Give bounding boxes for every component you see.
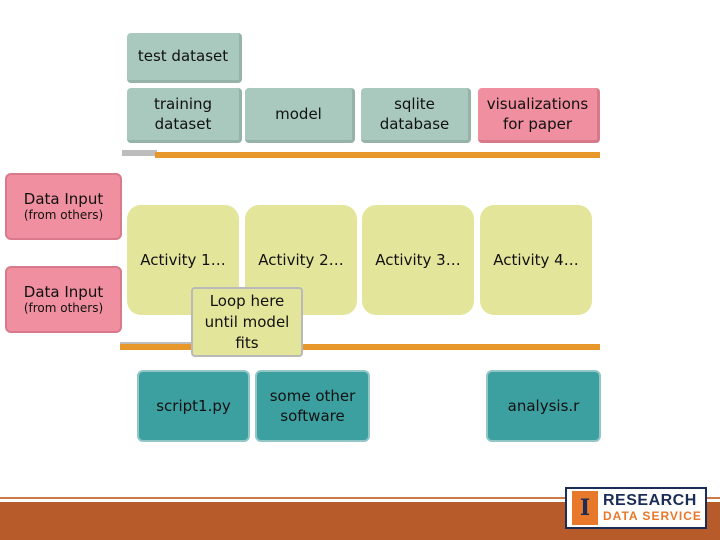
analysis-r-box: analysis.r [486,370,601,442]
logo-line-2: DATA SERVICE [603,509,702,524]
top-divider [155,152,600,158]
activity-1-label: Activity 1… [140,250,226,269]
loop-box: Loop here until model fits [191,287,303,357]
activity-2-label: Activity 2… [258,250,344,269]
loop-label: Loop here until model fits [204,291,290,352]
data-input-1-label: Data Input [23,190,104,209]
data-input-1-sublabel: (from others) [23,208,104,223]
data-input-box-1: Data Input (from others) [5,173,122,240]
model-label: model [275,104,322,123]
analysis-r-label: analysis.r [507,396,580,415]
script1-box: script1.py [137,370,250,442]
logo-mark-letter: I [579,495,591,521]
activity-4-label: Activity 4… [493,250,579,269]
activity-1-box: Activity 1… [127,205,239,315]
training-dataset-box: training dataset [127,88,242,143]
bottom-divider [120,344,600,350]
data-input-2-label: Data Input [23,283,104,302]
top-divider-left [122,150,157,156]
footer-line [0,497,720,499]
sqlite-database-box: sqlite database [361,88,471,143]
activity-3-box: Activity 3… [362,205,474,315]
training-dataset-label: training dataset [153,94,213,133]
logo-text: RESEARCH DATA SERVICE [603,492,702,524]
model-box: model [245,88,355,143]
research-data-service-logo: I RESEARCH DATA SERVICE [565,487,707,529]
logo-line-1: RESEARCH [603,492,697,510]
data-input-2-sublabel: (from others) [23,301,104,316]
other-software-label: some other software [269,386,356,425]
data-input-box-2: Data Input (from others) [5,266,122,333]
illinois-i-icon: I [572,491,598,525]
activity-3-label: Activity 3… [375,250,461,269]
sqlite-database-label: sqlite database [379,94,450,133]
other-software-box: some other software [255,370,370,442]
activity-4-box: Activity 4… [480,205,592,315]
test-dataset-label: test dataset [137,47,229,66]
visualizations-label: visualizations for paper [486,94,589,133]
visualizations-box: visualizations for paper [478,88,600,143]
test-dataset-box: test dataset [127,33,242,83]
script1-label: script1.py [156,396,231,415]
